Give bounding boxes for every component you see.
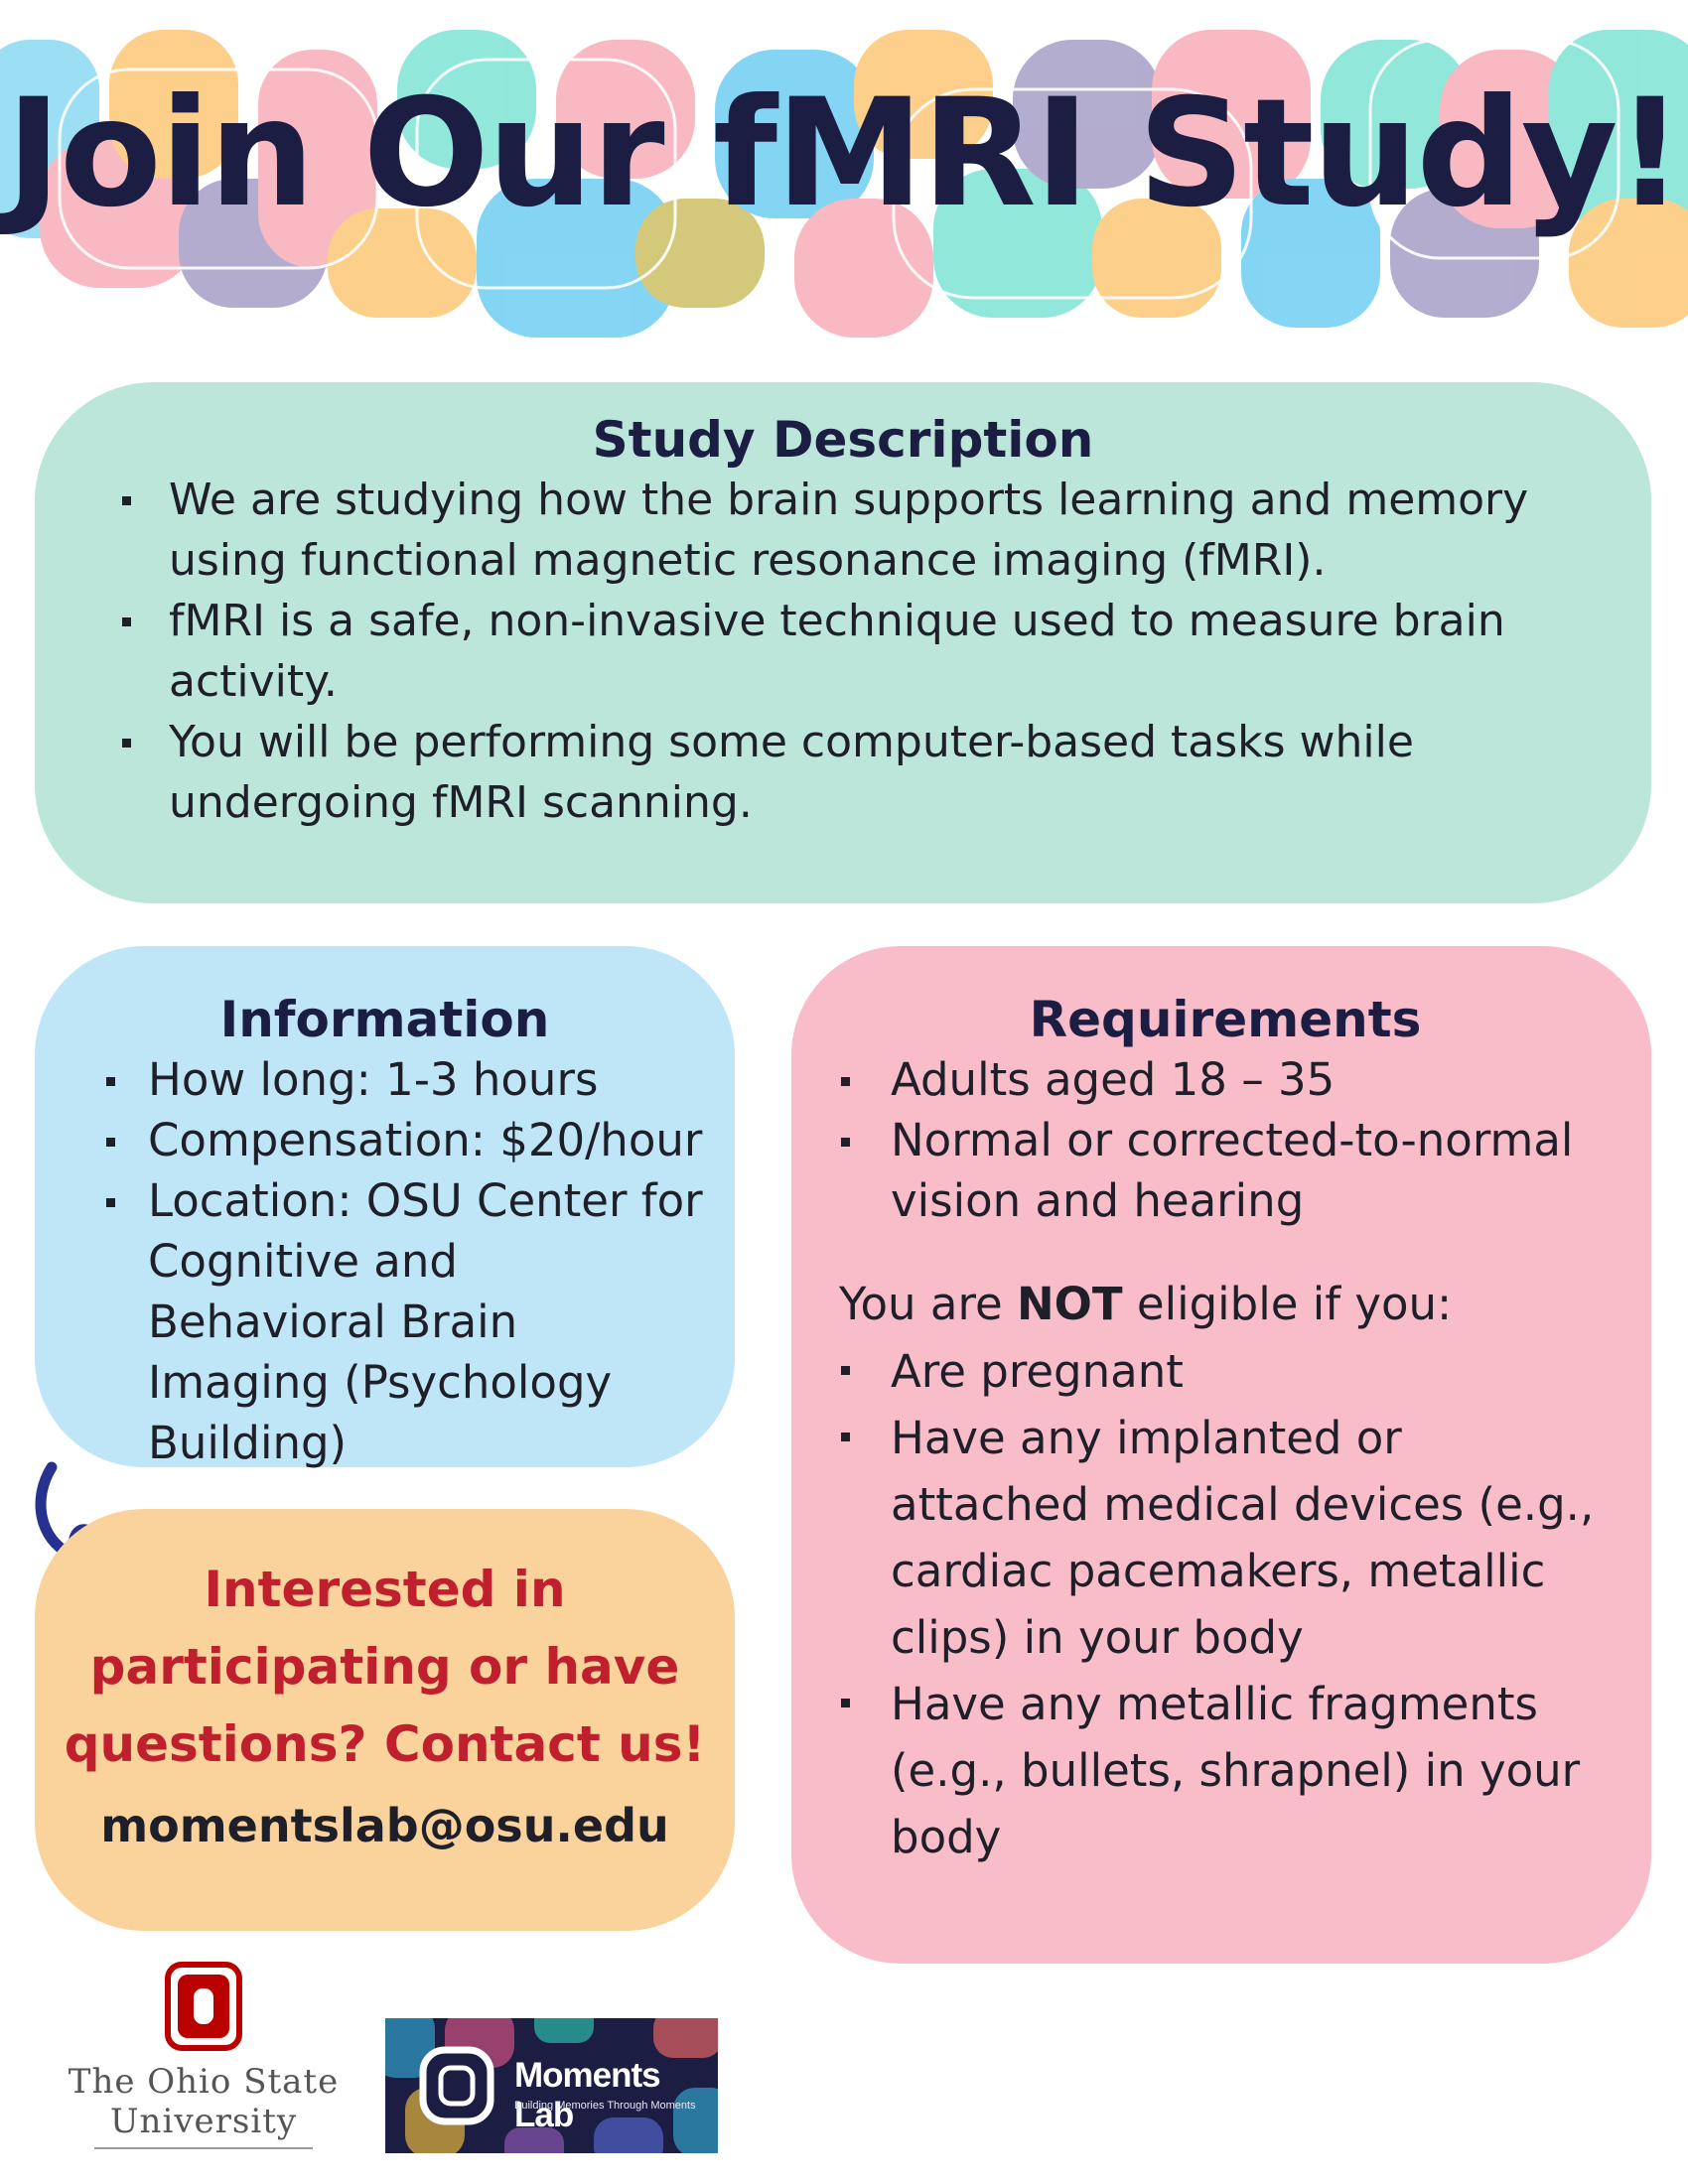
requirements-panel: Requirements Adults aged 18 – 35 Normal … [791, 946, 1651, 1964]
list-item: How long: 1-3 hours [65, 1049, 705, 1110]
page-title: Join Our fMRI Study! [6, 68, 1684, 240]
lab-tagline: Building Memories Through Moments [514, 2100, 696, 2112]
information-heading: Information [219, 991, 550, 1048]
list-item: Have any metallic fragments (e.g., bulle… [839, 1671, 1612, 1870]
list-item: fMRI is a safe, non-invasive technique u… [84, 591, 1602, 712]
blob-pattern [0, 30, 1688, 338]
study-description-panel: Study Description We are studying how th… [35, 382, 1651, 903]
not-eligible-intro: You are NOT eligible if you: [839, 1273, 1612, 1336]
requirements-heading: Requirements [1029, 991, 1422, 1048]
lab-name: Moments Lab [514, 2056, 661, 2134]
cta-line: Interested in [204, 1561, 566, 1618]
contact-panel: Interested in participating or have ques… [35, 1509, 735, 1931]
list-item: Are pregnant [839, 1338, 1612, 1405]
not-eligible-prefix: You are [839, 1278, 1017, 1330]
list-item: Adults aged 18 – 35 [839, 1049, 1612, 1110]
contact-email-link[interactable]: momentslab@osu.edu [100, 1799, 669, 1852]
list-item: Have any implanted or attached medical d… [839, 1405, 1612, 1671]
osu-divider [94, 2147, 313, 2149]
cta-line: questions? Contact us! [64, 1715, 706, 1773]
not-emphasis: NOT [1016, 1278, 1123, 1330]
osu-logo: The Ohio State University [55, 1961, 352, 2159]
not-eligible-list: Are pregnant Have any implanted or attac… [839, 1338, 1612, 1870]
information-list: How long: 1-3 hours Compensation: $20/ho… [65, 1049, 705, 1473]
list-item: Compensation: $20/hour [65, 1110, 705, 1170]
osu-line: The Ohio State [68, 2062, 340, 2102]
cta-line: participating or have [89, 1638, 680, 1696]
not-eligible-suffix: eligible if you: [1122, 1278, 1453, 1330]
study-description-list: We are studying how the brain supports l… [84, 470, 1602, 833]
osu-wordmark: The Ohio State University [55, 2062, 352, 2141]
study-description-heading: Study Description [592, 411, 1094, 469]
list-item: Location: OSU Center for Cognitive and B… [65, 1170, 705, 1473]
block-o-icon [165, 1962, 242, 2051]
list-item: You will be performing some computer-bas… [84, 712, 1602, 833]
osu-line: University [109, 2102, 298, 2141]
lab-logo-pattern [385, 2018, 718, 2153]
list-item: We are studying how the brain supports l… [84, 470, 1602, 591]
list-item: Normal or corrected-to-normal vision and… [839, 1110, 1612, 1231]
information-panel: Information How long: 1-3 hours Compensa… [35, 946, 735, 1469]
header-banner: Join Our fMRI Study! [0, 0, 1688, 357]
moments-lab-logo: Moments Lab Building Memories Through Mo… [385, 2018, 718, 2153]
contact-cta: Interested in participating or have ques… [55, 1551, 715, 1783]
requirements-list: Adults aged 18 – 35 Normal or corrected-… [839, 1049, 1612, 1231]
